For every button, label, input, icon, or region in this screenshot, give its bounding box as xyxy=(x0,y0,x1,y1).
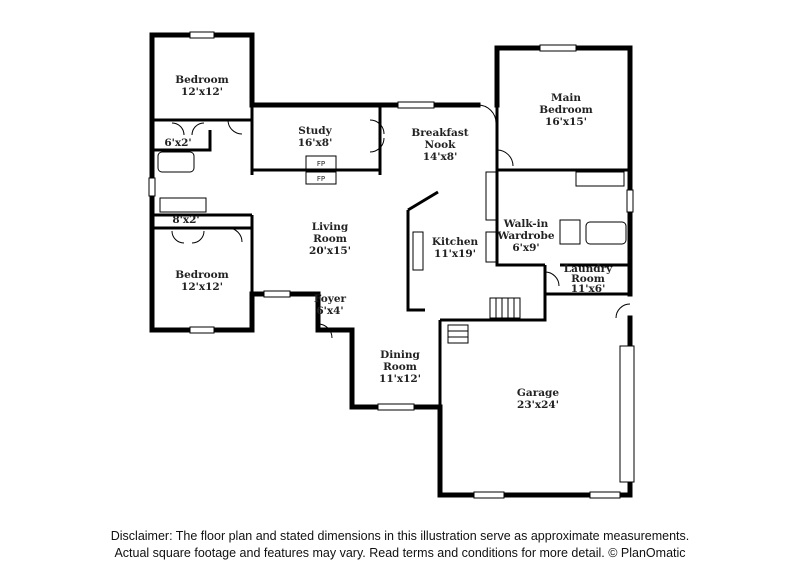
windows xyxy=(148,31,635,499)
disclaimer-line-2: Actual square footage and features may v… xyxy=(114,546,686,560)
disclaimer-line-1: Disclaimer: The floor plan and stated di… xyxy=(110,529,690,543)
fixtures xyxy=(157,104,631,344)
disclaimer: Disclaimer: The floor plan and stated di… xyxy=(0,528,800,562)
room-dims-closet-mid: 8'x2' xyxy=(172,214,199,226)
fireplace-label-upper: FP xyxy=(317,160,325,168)
room-dims-closet-top: 6'x2' xyxy=(164,137,191,149)
fireplace-label-lower: FP xyxy=(317,175,325,183)
